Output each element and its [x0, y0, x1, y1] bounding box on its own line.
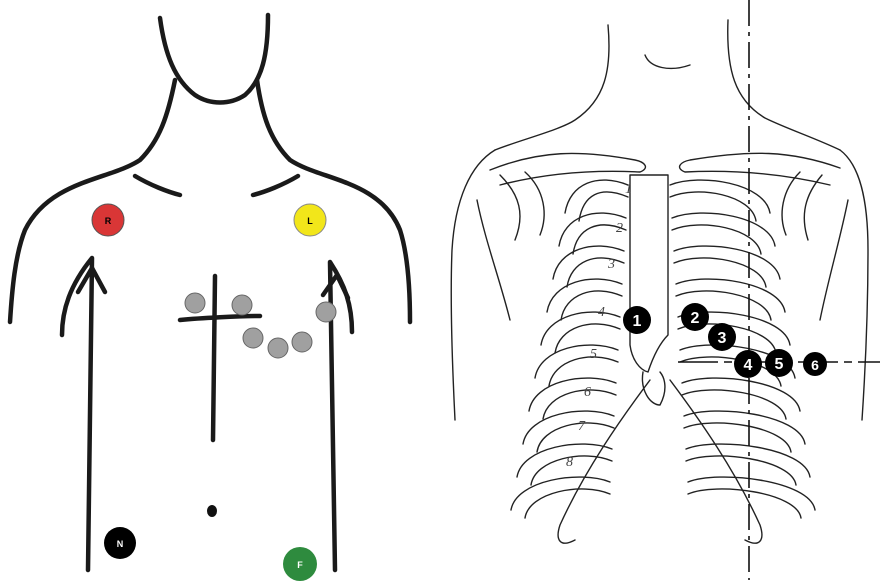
- precordial-dot-1: [185, 293, 205, 313]
- right-rib-2-lower: [672, 225, 761, 254]
- left-rib-10-upper: [511, 477, 610, 510]
- electrode-right-arm-label: R: [105, 216, 112, 226]
- rib-number-4: 4: [598, 305, 605, 320]
- left-rib-9-upper: [517, 444, 612, 477]
- right-costal-arch: [670, 380, 762, 543]
- navel-mark: [207, 505, 217, 517]
- left-body-outline: [10, 15, 410, 570]
- right-rib-8-upper: [684, 411, 805, 444]
- precordial-dot-6: [316, 302, 336, 322]
- precordial-dot-5: [292, 332, 312, 352]
- left-rib-8-upper: [523, 411, 614, 444]
- electrode-left-arm-label: L: [307, 216, 313, 226]
- right-rib-8-lower: [684, 423, 791, 452]
- chest-lead-2-label: 2: [691, 310, 700, 327]
- rib-number-6: 6: [584, 385, 591, 400]
- chest-lead-3-label: 3: [718, 330, 727, 347]
- rib-number-8: 8: [566, 455, 573, 470]
- right-rib-9-upper: [686, 444, 810, 477]
- right-rib-1-upper: [670, 180, 770, 213]
- chest-lead-5: 5: [765, 349, 793, 377]
- right-rib-7-lower: [682, 390, 786, 419]
- right-rib-9-lower: [686, 456, 796, 485]
- left-rib-6-upper: [535, 345, 618, 378]
- rib-number-3: 3: [607, 257, 615, 272]
- right-rib-3-upper: [674, 246, 780, 279]
- chest-lead-5-label: 5: [775, 356, 784, 373]
- electrode-neutral: N: [104, 527, 136, 559]
- chest-lead-4: 4: [734, 350, 762, 378]
- chest-lead-4-label: 4: [744, 357, 753, 374]
- left-rib-1-upper: [565, 180, 628, 213]
- chest-lead-1: 1: [623, 306, 651, 334]
- rib-number-1: 1: [625, 182, 632, 197]
- electrode-foot: F: [283, 547, 317, 581]
- left-rib-7-upper: [529, 378, 616, 411]
- rib-number-5: 5: [590, 347, 597, 362]
- left-rib-5-upper: [541, 312, 620, 345]
- chest-lead-2: 2: [681, 303, 709, 331]
- chest-lead-1-label: 1: [633, 313, 642, 330]
- right-rib-10-upper: [688, 477, 815, 510]
- precordial-dot-3: [243, 328, 263, 348]
- electrode-foot-label: F: [297, 560, 303, 570]
- left-ribs: [511, 180, 650, 543]
- electrode-right-arm: R: [92, 204, 124, 236]
- chest-lead-6: 6: [803, 352, 827, 376]
- right-rib-1-lower: [670, 192, 756, 221]
- precordial-dots: [185, 293, 336, 358]
- right-rib-7-upper: [682, 378, 800, 411]
- electrode-neutral-label: N: [117, 539, 124, 549]
- right-rib-3-lower: [674, 258, 766, 287]
- chest-lead-6-label: 6: [811, 357, 819, 373]
- left-rib-4-upper: [547, 279, 622, 312]
- left-rib-10-lower: [525, 489, 610, 518]
- precordial-dot-4: [268, 338, 288, 358]
- right-rib-2-upper: [672, 213, 775, 246]
- chest-lead-3: 3: [708, 323, 736, 351]
- rib-number-7: 7: [578, 419, 586, 434]
- electrode-left-arm: L: [294, 204, 326, 236]
- rib-number-2: 2: [616, 221, 623, 236]
- precordial-dot-2: [232, 295, 252, 315]
- left-rib-7-lower: [543, 390, 616, 419]
